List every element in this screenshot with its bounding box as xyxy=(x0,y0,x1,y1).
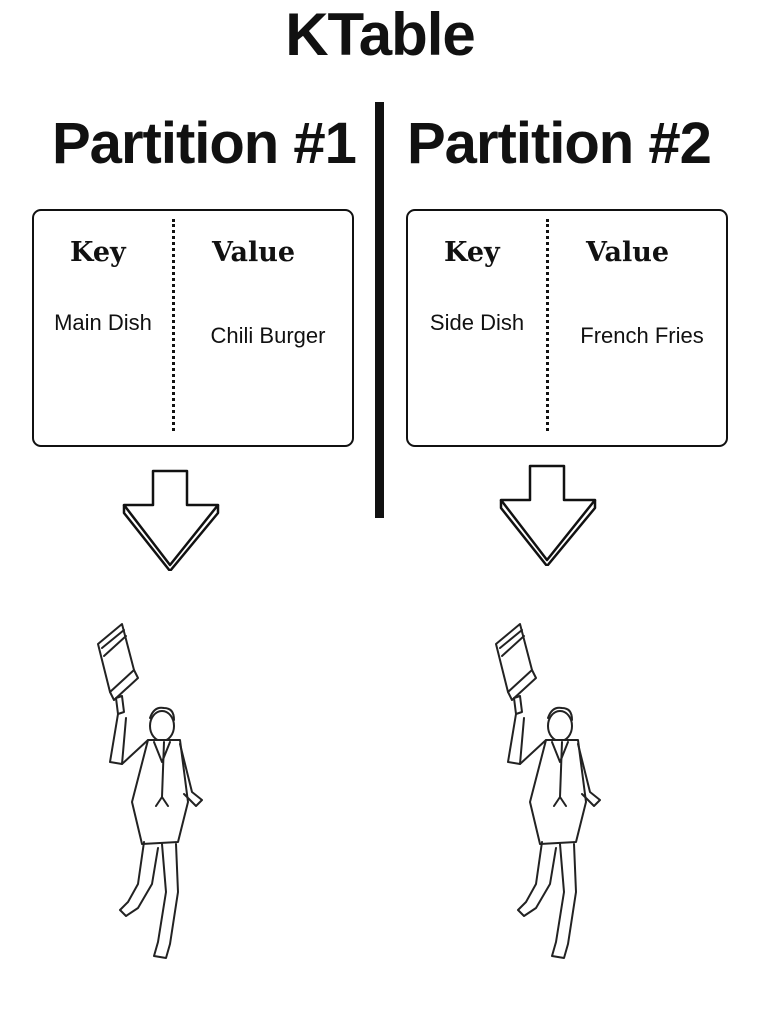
partition-1-title: Partition #1 xyxy=(52,111,357,176)
key-header: Key xyxy=(70,237,126,268)
partition-divider xyxy=(375,102,384,518)
key-value-separator xyxy=(172,219,175,431)
key-value-separator xyxy=(546,219,549,431)
down-arrow-icon xyxy=(122,469,220,571)
partition-2-record-card: Key Value Side Dish French Fries xyxy=(406,209,728,447)
diagram-title: KTable xyxy=(285,1,476,68)
record-value: Chili Burger xyxy=(210,323,326,348)
partition-2-title: Partition #2 xyxy=(407,111,712,176)
value-header: Value xyxy=(212,237,296,268)
value-header: Value xyxy=(586,237,670,268)
record-value: French Fries xyxy=(580,323,704,348)
running-businessman-illustration xyxy=(97,623,203,959)
record-key: Side Dish xyxy=(429,310,525,335)
down-arrow-icon xyxy=(499,464,597,566)
running-businessman-illustration xyxy=(495,623,601,959)
key-header: Key xyxy=(444,237,500,268)
partition-1-record-card: Key Value Main Dish Chili Burger xyxy=(32,209,354,447)
record-key: Main Dish xyxy=(54,310,152,335)
